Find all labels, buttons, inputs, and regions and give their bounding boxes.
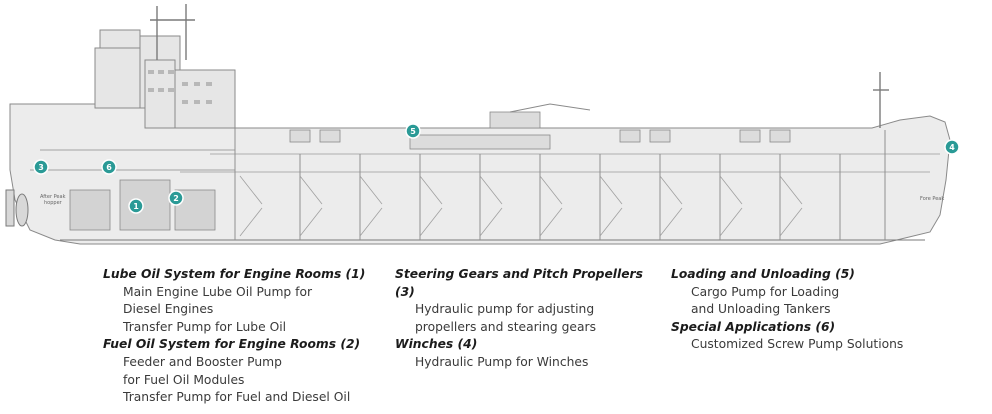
loading-item-1: Cargo Pump for Loading and Unloading Tan… [671, 284, 971, 319]
marker-5-number: 5 [410, 127, 416, 136]
loading-title: Loading and Unloading (5) [671, 267, 855, 281]
legend-column-1: Lube Oil System for Engine Rooms (1) Mai… [103, 266, 383, 407]
fuel-oil-item-1-line-2: for Fuel Oil Modules [123, 372, 245, 387]
marker-1-number: 1 [133, 202, 139, 211]
lube-oil-item-1-line-2: Diesel Engines [123, 302, 214, 317]
lube-oil-item-2: Transfer Pump for Lube Oil [103, 319, 383, 337]
marker-5[interactable]: 5 [405, 123, 421, 139]
marker-1[interactable]: 1 [128, 198, 144, 214]
steering-item-1-line-1: Hydraulic pump for adjusting [415, 302, 595, 317]
loading-item-1-line-2: and Unloading Tankers [691, 302, 831, 317]
marker-4-number: 4 [949, 143, 955, 152]
steering-title: Steering Gears and Pitch Propellers (3) [395, 267, 643, 299]
marker-2[interactable]: 2 [168, 190, 184, 206]
fore-peak-label: Fore Peak [920, 196, 944, 202]
cargo-crane [509, 103, 591, 113]
marker-3-number: 3 [38, 163, 44, 172]
ship-diagram: After Peak hopper Fore Peak 1 2 3 4 5 6 [5, 4, 960, 245]
marker-2-number: 2 [173, 194, 179, 203]
winches-item-1-line-1: Hydraulic Pump for Winches [415, 354, 589, 369]
marker-6[interactable]: 6 [101, 159, 117, 175]
lube-oil-item-2-line-1: Transfer Pump for Lube Oil [123, 319, 287, 334]
legend-column-2: Steering Gears and Pitch Propellers (3) … [395, 266, 655, 372]
lube-oil-item-1-line-1: Main Engine Lube Oil Pump for [123, 284, 313, 299]
winches-title: Winches (4) [395, 337, 478, 352]
tank-diagonals [239, 175, 803, 237]
cargo-manifold [289, 111, 791, 150]
special-item-1-line-1: Customized Screw Pump Solutions [691, 337, 904, 352]
marker-4[interactable]: 4 [944, 139, 960, 155]
marker-6-number: 6 [106, 163, 112, 172]
superstructure-windows [148, 70, 212, 104]
fuel-oil-title: Fuel Oil System for Engine Rooms (2) [103, 337, 361, 352]
winches-item-1: Hydraulic Pump for Winches [395, 354, 655, 372]
tank-bulkheads [234, 128, 886, 240]
propeller-rudder [5, 189, 29, 227]
fuel-oil-item-2-line-1: Transfer Pump for Fuel and Diesel Oil [123, 390, 351, 405]
lube-oil-item-1: Main Engine Lube Oil Pump for Diesel Eng… [103, 284, 383, 319]
fore-mast [873, 72, 889, 128]
legend-column-3: Loading and Unloading (5) Cargo Pump for… [671, 266, 971, 354]
aft-mast [150, 4, 195, 60]
marker-3[interactable]: 3 [33, 159, 49, 175]
special-title: Special Applications (6) [671, 319, 836, 334]
special-item-1: Customized Screw Pump Solutions [671, 336, 971, 354]
fuel-oil-item-1-line-1: Feeder and Booster Pump [123, 354, 282, 369]
steering-item-1: Hydraulic pump for adjusting propellers … [395, 301, 655, 336]
after-peak-label: After Peak [40, 194, 66, 200]
fuel-oil-item-1: Feeder and Booster Pump for Fuel Oil Mod… [103, 354, 383, 389]
loading-item-1-line-1: Cargo Pump for Loading [691, 284, 840, 299]
lube-oil-title: Lube Oil System for Engine Rooms (1) [103, 267, 366, 281]
fuel-oil-item-2: Transfer Pump for Fuel and Diesel Oil [103, 389, 383, 407]
after-peak-label-2: hopper [44, 200, 63, 206]
steering-item-1-line-2: propellers and stearing gears [415, 319, 596, 334]
